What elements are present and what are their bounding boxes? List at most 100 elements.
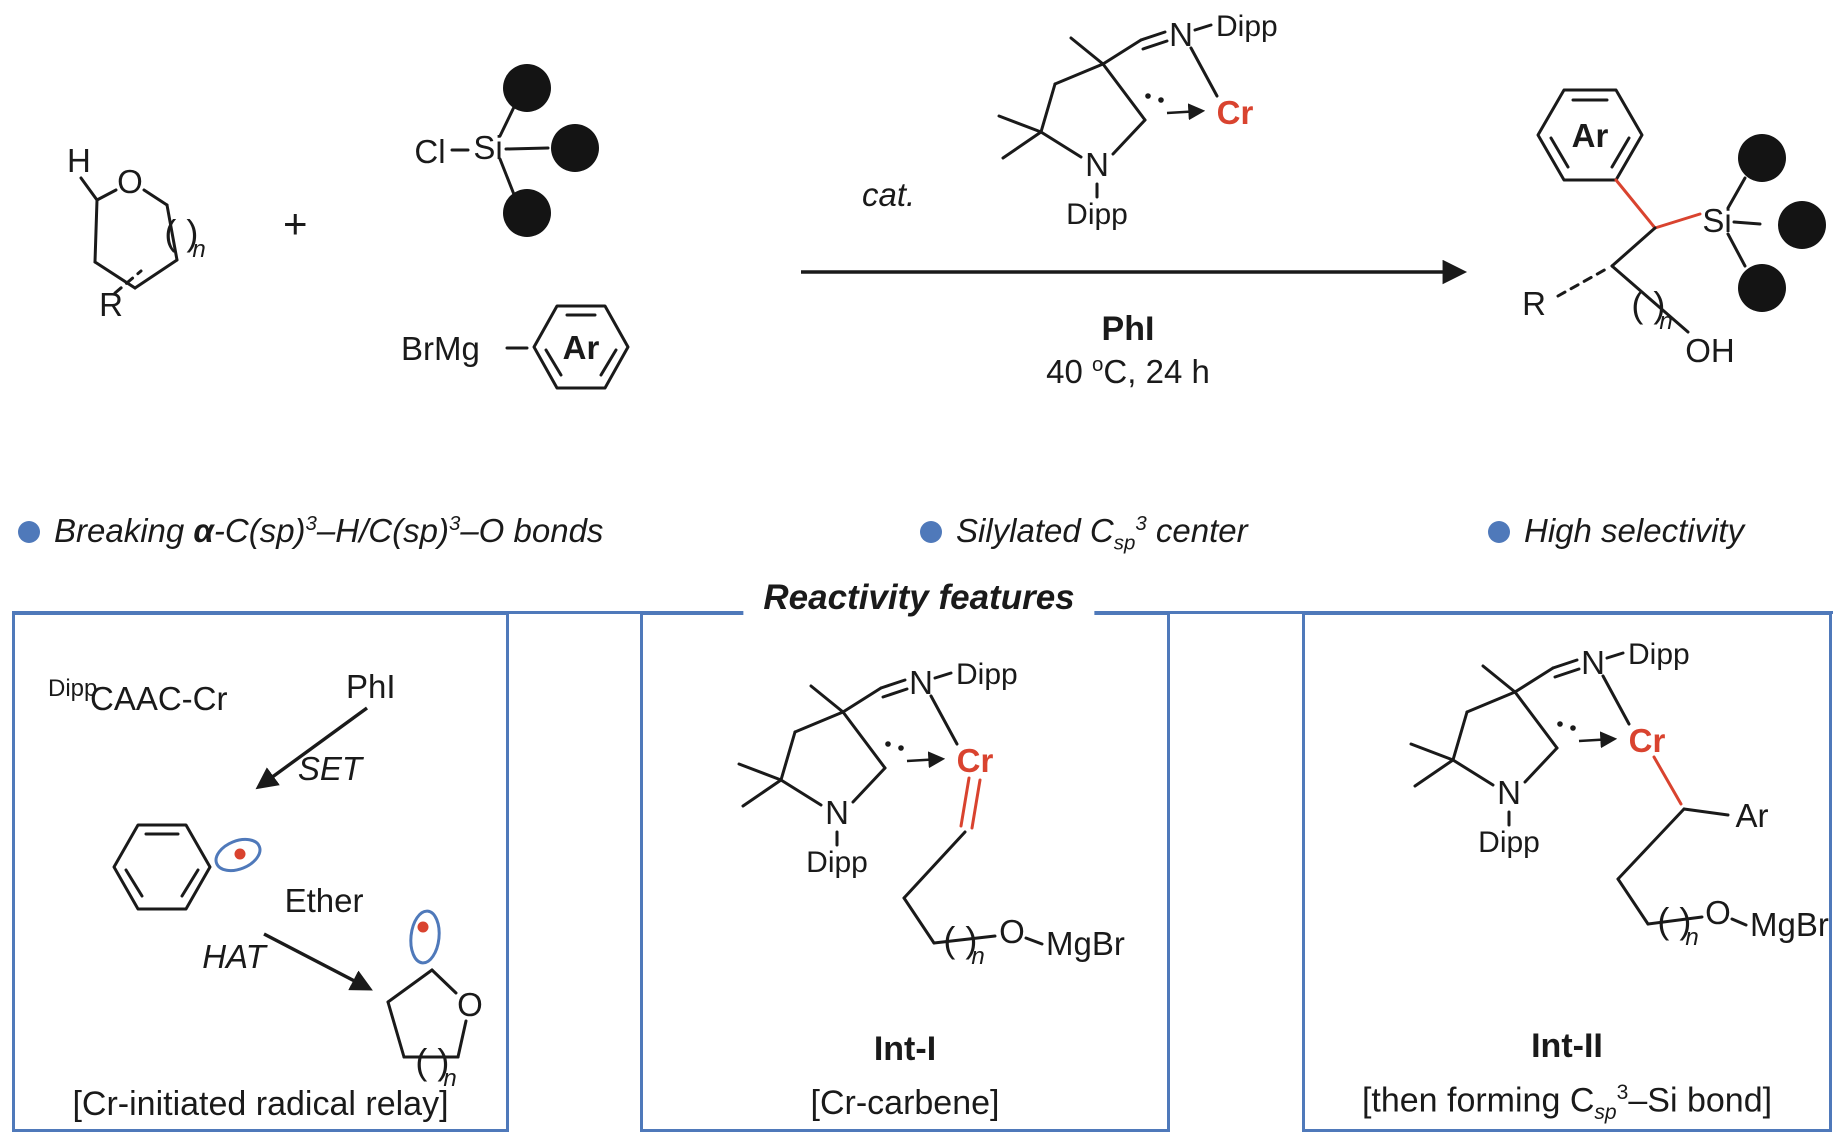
chain-length-label: ( )n [943,919,984,970]
silyl-substituent-ball [1778,201,1826,249]
chromium-label: Cr [957,742,994,779]
carbene-lone-pair-dot [1557,721,1563,727]
benzene-double-bonds [1549,98,1631,169]
caac-cr-catalyst-structure: N Dipp Cr N Dipp [997,10,1278,231]
caac-bonds [997,23,1219,199]
temperature-time: 40 oC, 24 h [1046,353,1210,390]
caac-ligand: N Dipp Cr N Dipp [737,658,1018,879]
silane-bonds [450,103,550,199]
ring-size-label: ( )n [164,212,205,263]
imine-nitrogen-label: N [1581,644,1605,681]
ring-nitrogen-label: N [1497,774,1521,811]
caac-bonds [1409,651,1631,827]
radical-electron-dot [417,921,429,933]
set-label: SET [298,750,365,787]
caac-ligand: N Dipp Cr N Dipp [1409,638,1690,859]
atom-label-si: Si [1702,202,1731,239]
radical-orbital-lobe [409,909,441,965]
box3-caption: [then forming Csp3–Si bond] [1361,1081,1773,1125]
silyl-substituent-ball [1738,134,1786,182]
cr-c-bond [1652,755,1683,806]
reactant-cyclic-ether-structure: H O ( )n R [67,142,206,323]
cr-carbene-double-bond [970,778,982,830]
caac-cr-label: CAAC-Cr [90,680,228,717]
reaction-conditions: PhI 40 oC, 24 h [978,310,1278,391]
feature-bullet-high-selectivity: High selectivity [1488,512,1744,550]
ether-ring-bonds [79,176,179,295]
dipp-label-bottom: Dipp [806,846,868,879]
reactant-aryl-grignard-structure: BrMg Ar [401,304,630,390]
dipp-label-bottom: Dipp [1066,198,1128,231]
ring-size-label: ( )n [415,1041,456,1092]
int-i-structure: N Dipp Cr N Dipp ( )n O MgBr [737,658,1125,970]
carbene-chain-bonds [902,776,1044,946]
silyl-substituent-ball [503,189,551,237]
atom-label-h: H [67,142,91,179]
bullet-text: Silylated Csp3 center [956,512,1248,555]
ring-nitrogen-label: N [1085,146,1109,183]
section-title: Reactivity features [743,578,1095,618]
atom-label-o: O [117,163,143,200]
substituent-label-r: R [99,286,123,323]
bullet-icon [920,521,942,543]
variable-position-bond [113,269,143,295]
imine-nitrogen-label: N [1169,16,1193,53]
variable-position-bond [1556,266,1610,298]
benzene-double-bonds [544,313,618,377]
chromium-label: Cr [1217,94,1254,131]
aryl-label: Ar [1736,797,1769,834]
silyl-substituent-ball [503,64,551,112]
silyl-substituent-ball [1738,264,1786,312]
new-c-ar-bond [1614,178,1657,230]
phi-label: PhI [346,668,396,705]
silyl-substituent-ball [551,124,599,172]
reactivity-box-3 [1302,612,1832,1132]
thf-ring-bonds [386,968,468,1059]
hat-label: HAT [202,938,268,975]
dipp-superscript: Dipp [48,675,97,702]
reactant-chlorosilane-structure: Cl Si [414,64,599,237]
int-i-label: Int-I [873,1030,937,1068]
benzene-double-bonds [124,832,200,898]
dipp-label-top: Dipp [1628,638,1690,671]
new-c-si-bond [1653,212,1702,230]
plus-sign: + [283,200,308,247]
ether-label: Ether [285,882,364,919]
feature-bullet-silylated-center: Silylated Csp3 center [920,512,1248,556]
radical-relay-scheme: Dipp CAAC-Cr PhI SET Ether HAT O ( )n [48,668,483,1092]
catalyst-label: cat. [862,176,916,213]
bullet-text: Breaking α-C(sp)3–H/C(sp)3–O bonds [54,512,604,549]
caac-ligand: N Dipp Cr N Dipp [997,10,1278,231]
dative-bond-arrow [1166,103,1206,121]
mgbr-label: MgBr [1750,906,1829,943]
cr-carbene-double-bond [959,776,971,828]
ring-nitrogen-label: N [825,794,849,831]
product-structure: Ar Si R ( )n OH [1522,88,1826,369]
radical-electron-dot [234,848,246,860]
product-bonds [1556,176,1762,334]
dative-bond-arrow [1578,731,1618,749]
benzene-ring [532,304,630,390]
hat-arrow [263,932,373,991]
hydroxyl-label: OH [1685,332,1735,369]
bullet-icon [1488,521,1510,543]
phenyl-radical-ring [112,823,212,911]
atom-label-cl: Cl [414,133,445,170]
carbene-lone-pair-dot [885,741,891,747]
carbene-lone-pair-dot [1158,97,1164,103]
feature-bullet-breaking-bonds: Breaking α-C(sp)3–H/C(sp)3–O bonds [18,512,603,550]
int-ii-label: Int-II [1531,1027,1603,1065]
box1-caption: [Cr-initiated radical relay] [72,1085,449,1123]
dative-bond-arrow [906,751,946,769]
imine-nitrogen-label: N [909,664,933,701]
brmg-label: BrMg [401,330,480,367]
set-arrow [255,706,369,790]
chromium-label: Cr [1629,722,1666,759]
int-ii-structure: N Dipp Cr N Dipp Ar ( )n O MgBr [1409,638,1829,951]
carbene-lone-pair-dot [1570,725,1576,731]
atom-label-o: O [1705,894,1731,931]
ring-size-label: ( )n [1631,284,1672,335]
carbene-lone-pair-dot [1145,93,1151,99]
atom-label-si: Si [473,129,502,166]
